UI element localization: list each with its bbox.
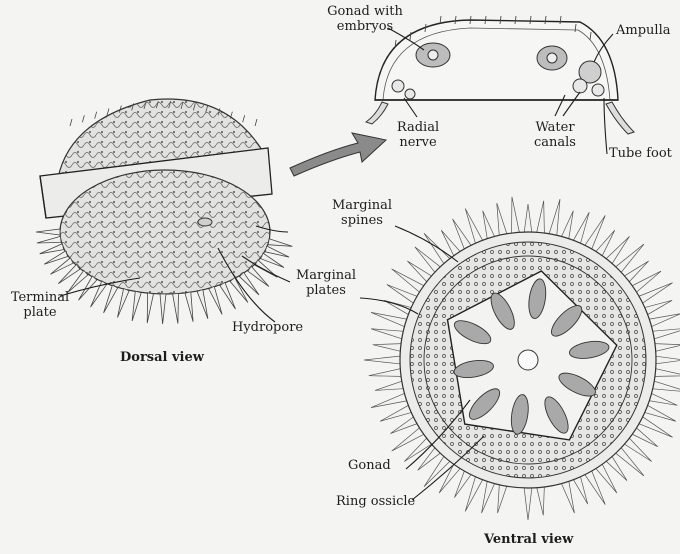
caption-ventral-view: Ventral view xyxy=(484,532,573,547)
marginal-spine xyxy=(369,368,405,377)
dorsal-spine xyxy=(220,282,236,309)
dorsal-spine xyxy=(173,293,179,323)
dorsal-spine xyxy=(209,286,222,314)
label-water-canals: Water canals xyxy=(520,120,590,150)
dorsal-spine xyxy=(160,294,166,324)
dorsal-spine xyxy=(36,229,60,235)
arrow xyxy=(290,133,386,176)
dorsal-view-illustration xyxy=(36,99,292,324)
dorsal-bristle xyxy=(82,115,84,122)
dorsal-spine xyxy=(44,251,67,264)
marginal-spine xyxy=(524,204,533,236)
label-gonad-with-embryos: Gonad with embryos xyxy=(315,4,415,34)
dorsal-bristle xyxy=(70,119,72,126)
label-gonad: Gonad xyxy=(348,458,391,473)
label-ring-ossicle: Ring ossicle xyxy=(336,494,415,509)
dorsal-spine xyxy=(40,244,64,254)
label-tube-foot: Tube foot xyxy=(609,146,672,161)
dorsal-spine xyxy=(118,289,130,318)
central-disc xyxy=(518,350,538,370)
label-radial-nerve: Radial nerve xyxy=(388,120,448,150)
dorsal-bristle xyxy=(243,115,245,122)
label-marginal-spines: Marginal spines xyxy=(322,198,402,228)
marginal-spine xyxy=(536,201,545,237)
dorsal-bristle xyxy=(255,119,257,126)
ventral-view-illustration xyxy=(364,197,680,520)
marginal-spine xyxy=(364,356,404,365)
dorsal-bristle xyxy=(107,108,109,115)
tube-foot-left xyxy=(366,102,388,124)
dorsal-spine xyxy=(185,292,193,322)
tube-foot-right xyxy=(606,102,634,134)
dorsal-spine xyxy=(147,293,153,323)
dorsal-spine xyxy=(132,291,141,321)
marginal-spine xyxy=(524,484,533,520)
caption-dorsal-view: Dorsal view xyxy=(120,350,204,365)
dorsal-bristle xyxy=(95,112,97,119)
hydropore-mark xyxy=(198,218,212,226)
dorsal-spine xyxy=(268,239,292,247)
dorsal-spine xyxy=(104,285,118,313)
dorsal-spine xyxy=(265,246,289,257)
label-ampulla: Ampulla xyxy=(616,23,670,38)
marginal-spine xyxy=(512,197,521,237)
label-marginal-plates: Marginal plates xyxy=(286,268,366,298)
label-hydropore: Hydropore xyxy=(232,320,303,335)
label-terminal-plate: Terminal plate xyxy=(8,290,72,320)
dorsal-lower-disc xyxy=(60,170,270,294)
dorsal-spine xyxy=(197,290,208,319)
dorsal-spine xyxy=(37,236,61,243)
